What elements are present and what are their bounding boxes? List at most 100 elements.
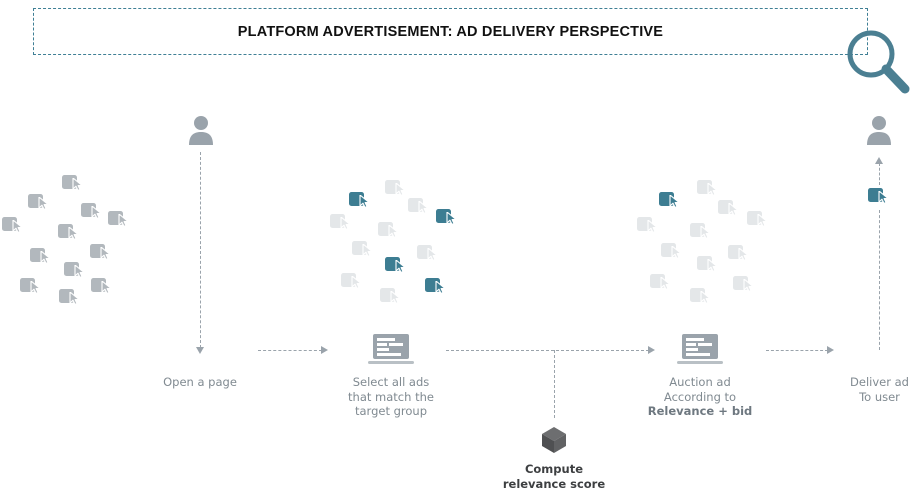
cube-icon — [541, 426, 567, 454]
ad-icon-teal — [385, 257, 407, 276]
caption-compute-relevance-score: Compute relevance score — [474, 462, 634, 491]
arrow-pool-to-select — [321, 346, 328, 354]
ad-icon-gray — [58, 224, 80, 243]
arrow-deliver-to-user — [875, 157, 883, 164]
cursor-icon — [418, 200, 430, 214]
ad-icon-faded — [690, 288, 712, 307]
cursor-icon — [388, 224, 400, 238]
ad-icon-faded — [380, 288, 402, 307]
cursor-icon — [362, 243, 374, 257]
ad-icon-faded — [385, 180, 407, 199]
cursor-icon — [707, 182, 719, 196]
cursor-icon — [351, 275, 363, 289]
ad-icon-faded — [341, 273, 363, 292]
caption-line: target group — [354, 404, 428, 418]
connector-auction-to-deliver — [766, 350, 828, 351]
ad-icon-gray — [2, 217, 24, 236]
cursor-icon — [446, 211, 458, 225]
person-icon-visitor — [188, 115, 214, 145]
cursor-icon — [390, 290, 402, 304]
ad-icon-faded — [330, 214, 352, 233]
caption-line: Open a page — [163, 375, 237, 389]
cursor-icon — [647, 219, 659, 233]
connector-deliver-upper — [879, 163, 880, 185]
cursor-icon — [359, 194, 371, 208]
cursor-icon — [395, 259, 407, 273]
laptop-icon-select — [368, 334, 414, 366]
connector-open-page — [200, 152, 201, 348]
cursor-icon — [72, 177, 84, 191]
cursor-icon — [669, 194, 681, 208]
ad-icon-faded — [697, 256, 719, 275]
ad-icon-gray — [91, 278, 113, 297]
ad-icon-faded — [417, 245, 439, 264]
caption-select-ads: Select all ads that match the target gro… — [331, 375, 451, 419]
ad-icon-faded — [352, 241, 374, 260]
arrow-open-page — [196, 347, 204, 354]
ad-icon-faded — [718, 200, 740, 219]
ad-icon-gray — [59, 289, 81, 308]
caption-line: Select all ads — [352, 375, 430, 389]
caption-line: Compute — [524, 462, 584, 476]
cursor-icon — [427, 247, 439, 261]
connector-deliver-lower — [879, 210, 880, 350]
cursor-icon — [700, 290, 712, 304]
cursor-icon — [395, 182, 407, 196]
cursor-icon — [728, 202, 740, 216]
ad-icon-faded — [408, 198, 430, 217]
caption-line: Deliver ad — [850, 375, 909, 389]
ad-icon-faded — [690, 223, 712, 242]
caption-line-bold: Relevance + bid — [647, 404, 753, 418]
cursor-icon — [100, 246, 112, 260]
cursor-icon — [757, 213, 769, 227]
cursor-icon — [340, 216, 352, 230]
person-icon-recipient — [866, 115, 892, 145]
ad-icon-faded — [661, 243, 683, 262]
cursor-icon — [30, 280, 42, 294]
ad-icon-faded — [697, 180, 719, 199]
ad-icon-faded — [733, 276, 755, 295]
page-title: PLATFORM ADVERTISEMENT: AD DELIVERY PERS… — [237, 23, 664, 40]
ad-icon-gray — [62, 175, 84, 194]
ad-icon-faded — [378, 222, 400, 241]
ad-icon-gray — [108, 211, 130, 230]
ad-icon-faded — [637, 217, 659, 236]
caption-deliver-ad: Deliver ad To user — [822, 375, 910, 404]
ad-icon-faded — [650, 274, 672, 293]
cursor-icon — [660, 276, 672, 290]
connector-pool-to-select — [258, 350, 322, 351]
ad-icon-gray — [28, 194, 50, 213]
cursor-icon — [68, 226, 80, 240]
cursor-icon — [118, 213, 130, 227]
laptop-icon-auction — [677, 334, 723, 366]
caption-line: relevance score — [502, 476, 606, 491]
cursor-icon — [69, 291, 81, 305]
cursor-icon — [671, 245, 683, 259]
caption-auction-ad: Auction ad According to Relevance + bid — [640, 375, 760, 419]
ad-icon-teal — [659, 192, 681, 211]
ad-icon-faded — [747, 211, 769, 230]
ad-icon-gray — [90, 244, 112, 263]
cursor-icon — [435, 280, 447, 294]
ad-icon-gray — [20, 278, 42, 297]
caption-line: To user — [859, 389, 900, 404]
caption-line: that match the — [348, 389, 434, 404]
connector-select-to-auction — [446, 350, 649, 351]
arrow-select-to-auction — [648, 346, 655, 354]
connector-compute-branch — [554, 350, 555, 418]
arrow-auction-to-deliver — [827, 346, 834, 354]
ad-icon-teal — [436, 209, 458, 228]
caption-line: Auction ad — [669, 375, 731, 389]
cursor-icon — [707, 258, 719, 272]
ad-icon-teal — [425, 278, 447, 297]
cursor-icon — [743, 278, 755, 292]
cursor-icon — [12, 219, 24, 233]
ad-icon-gray — [30, 248, 52, 267]
ad-icon-gray — [64, 262, 86, 281]
cursor-icon — [738, 247, 750, 261]
cursor-icon — [878, 190, 890, 204]
caption-open-a-page: Open a page — [140, 375, 260, 390]
cursor-icon — [700, 225, 712, 239]
cursor-icon — [38, 196, 50, 210]
